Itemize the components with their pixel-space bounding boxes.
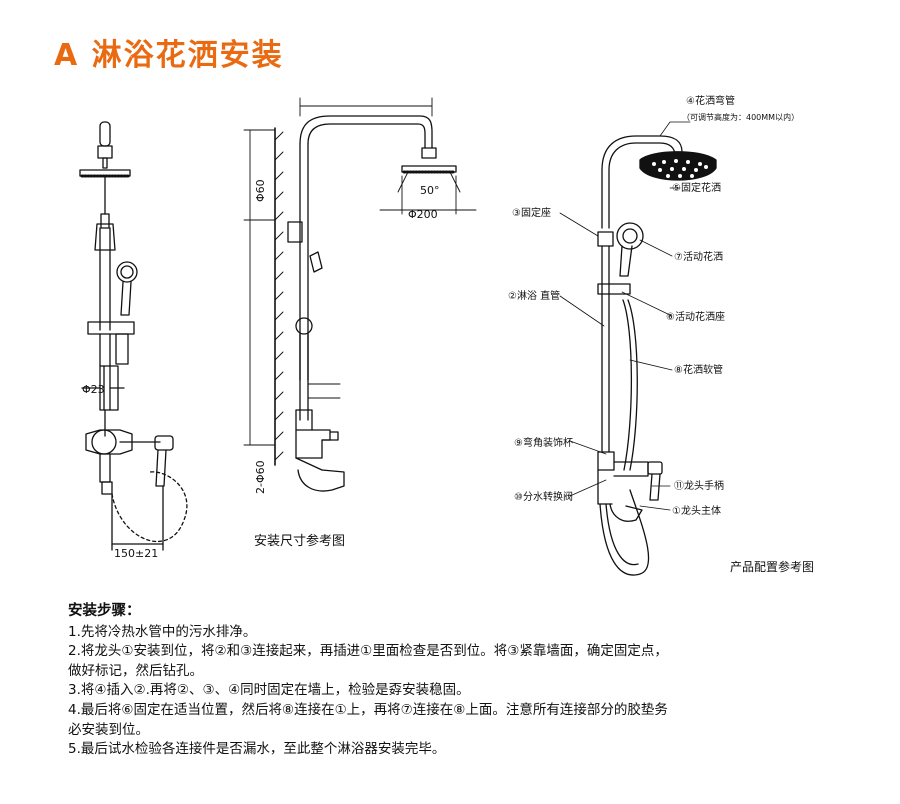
page-title: A 淋浴花洒安装 — [54, 38, 284, 73]
label-mount: ③固定座 — [512, 206, 551, 219]
dimension-view-drawing — [243, 97, 477, 492]
installation-steps: 安装步骤： 1.先将冷热水管中的污水排净。 2.将龙头①安装到位，将②和③连接起… — [68, 602, 668, 760]
product-configuration-drawing — [597, 135, 717, 576]
installation-drawings: Φ23 150±21 50° Φ200 Φ60 2-Φ60 ④花洒弯管 （可调节… — [79, 94, 799, 576]
label-hand-shower-seat: ⑥活动花洒座 — [666, 310, 725, 323]
label-shower-arm-note: （可调节高度为：400MM以内） — [682, 112, 799, 122]
step-line: 必安装到位。 — [68, 721, 149, 738]
label-straight-pipe: ②淋浴 直管 — [508, 289, 560, 302]
leader-lines — [559, 121, 691, 511]
step-line: 3.将④插入②.再将②、③、④同时固定在墙上，检验是孬安装稳固。 — [68, 682, 470, 699]
label-fixed-shower: ⑤固定花洒 — [672, 181, 721, 194]
step-line: 5.最后试水检验各连接件是否漏水，至此整个淋浴器安装完毕。 — [68, 741, 446, 758]
steps-heading: 安装步骤： — [68, 603, 141, 619]
label-faucet-body: ①龙头主体 — [672, 504, 721, 517]
dia-60-top-label: Φ60 — [254, 179, 267, 202]
step-line: 4.最后将⑥固定在适当位置，然后将⑧连接在①上，再将⑦连接在⑧上面。注意所有连接… — [68, 701, 668, 718]
front-view-drawing — [79, 121, 188, 551]
dia-23-label: Φ23 — [82, 383, 105, 396]
dim-150-label: 150±21 — [114, 547, 158, 560]
configuration-caption: 产品配置参考图 — [730, 560, 815, 574]
dimension-caption: 安装尺寸参考图 — [254, 534, 346, 549]
label-decorative-cup: ⑨弯角装饰杯 — [514, 436, 573, 449]
label-hose: ⑧花洒软管 — [674, 363, 723, 376]
label-diverter: ⑩分水转换阀 — [514, 490, 573, 503]
label-faucet-handle: ⑪龙头手柄 — [674, 479, 724, 492]
step-line: 做好标记，然后钻孔。 — [68, 662, 203, 679]
label-hand-shower: ⑦活动花洒 — [674, 250, 723, 263]
step-line: 2.将龙头①安装到位，将②和③连接起来，再插进①里面检查是否到位。将③紧靠墙面，… — [68, 643, 668, 660]
step-line: 1.先将冷热水管中的污水排净。 — [68, 623, 257, 640]
dia-60-bottom-label: 2-Φ60 — [254, 460, 267, 494]
label-shower-arm: ④花洒弯管 — [686, 94, 735, 107]
angle-label: 50° — [420, 184, 440, 197]
dia-200-label: Φ200 — [408, 208, 438, 221]
